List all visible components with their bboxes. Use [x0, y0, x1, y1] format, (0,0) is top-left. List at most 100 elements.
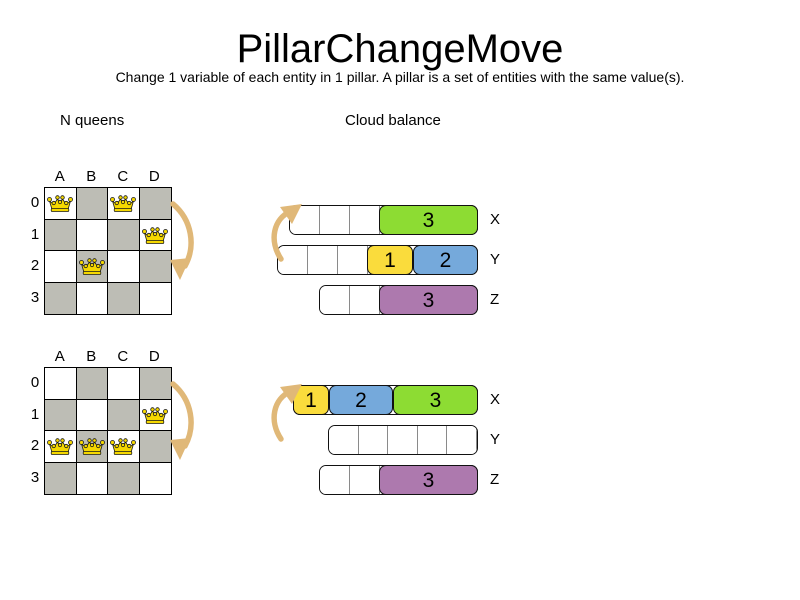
board-cell-c2[interactable] [108, 431, 140, 463]
page-title: PillarChangeMove [236, 27, 564, 71]
free-capacity-slot [320, 466, 350, 494]
curved-arrow-up-icon-cloud [269, 197, 309, 272]
chessboard-before: A B C D 0 1 2 3 [30, 168, 190, 320]
board-cell-b2[interactable] [76, 251, 108, 283]
computer-label-x: X [490, 391, 501, 408]
board-row-label-1: 1 [30, 225, 40, 243]
free-capacity-slot [308, 246, 338, 274]
cloud-computer-row-y: Y [0, 425, 800, 455]
board-column-label-c: C [117, 348, 129, 365]
board-cell-b3[interactable] [76, 282, 108, 314]
process-chip-3[interactable]: 3 [379, 465, 478, 495]
board-row-label-3: 3 [30, 288, 40, 306]
computer-label-z: Z [490, 471, 500, 488]
board-cell-d2[interactable] [139, 431, 171, 463]
process-chip-1[interactable]: 1 [367, 245, 413, 275]
board-cell-b1[interactable] [76, 219, 108, 251]
free-capacity-slot [358, 426, 389, 454]
computer-capacity-bar-y[interactable] [328, 425, 478, 455]
board-cell-a1[interactable] [45, 399, 77, 431]
board-cell-d1[interactable] [139, 399, 171, 431]
board-column-label-b: B [86, 168, 97, 185]
free-capacity-slot [320, 286, 350, 314]
computer-label-z: Z [490, 291, 500, 308]
free-capacity-slot [388, 426, 418, 454]
board-row-label-2: 2 [30, 437, 40, 454]
board-grid [44, 187, 172, 315]
free-capacity-slot [350, 286, 380, 314]
board-cell-b2[interactable] [76, 431, 108, 463]
board-cell-d0[interactable] [139, 368, 171, 400]
free-capacity-slot [329, 426, 359, 454]
queen-crown-icon[interactable] [110, 436, 137, 456]
queen-crown-icon[interactable] [78, 436, 105, 456]
process-chip-2[interactable]: 2 [413, 245, 478, 275]
curved-arrow-down-icon-queens [166, 196, 202, 293]
queen-crown-icon[interactable] [47, 436, 74, 456]
board-cell-b0[interactable] [76, 368, 108, 400]
process-chip-2[interactable]: 2 [329, 385, 393, 415]
board-cell-c3[interactable] [108, 282, 140, 314]
board-cell-a2[interactable] [45, 251, 77, 283]
board-cell-b1[interactable] [76, 399, 108, 431]
free-capacity-slot [447, 426, 477, 454]
computer-label-y: Y [490, 431, 501, 448]
computer-label-y: Y [490, 251, 501, 268]
board-grid [44, 367, 172, 495]
queen-crown-icon[interactable] [110, 193, 137, 213]
board-cell-c2[interactable] [108, 251, 140, 283]
board-cell-b0[interactable] [76, 188, 108, 220]
board-column-label-b: B [86, 348, 97, 365]
board-cell-c0[interactable] [108, 368, 140, 400]
board-column-label-d: D [148, 168, 160, 185]
process-chip-3[interactable]: 3 [379, 285, 478, 315]
computer-label-x: X [490, 211, 501, 228]
board-row-label-1: 1 [30, 405, 40, 423]
section-caption-cloud-balance: Cloud balance [345, 112, 441, 129]
board-cell-a0[interactable] [45, 188, 77, 220]
free-capacity-slot [350, 206, 380, 234]
board-row-label-0: 0 [30, 374, 40, 391]
board-cell-a0[interactable] [45, 368, 77, 400]
board-row-label-2: 2 [30, 257, 40, 274]
process-chip-3[interactable]: 3 [379, 205, 478, 235]
board-cell-b3[interactable] [76, 462, 108, 494]
board-cell-c1[interactable] [108, 219, 140, 251]
board-cell-d1[interactable] [139, 219, 171, 251]
free-capacity-slot [417, 426, 448, 454]
board-cell-a1[interactable] [45, 219, 77, 251]
section-caption-n-queens: N queens [60, 112, 125, 129]
queen-crown-icon[interactable] [142, 405, 169, 425]
board-cell-a3[interactable] [45, 462, 77, 494]
board-column-label-a: A [54, 168, 65, 185]
queen-crown-icon[interactable] [47, 193, 74, 213]
board-cell-d2[interactable] [139, 251, 171, 283]
board-column-label-c: C [117, 168, 129, 185]
board-cell-c1[interactable] [108, 399, 140, 431]
board-cell-d0[interactable] [139, 188, 171, 220]
board-cell-a2[interactable] [45, 431, 77, 463]
page-subtitle: Change 1 variable of each entity in 1 pi… [115, 69, 685, 85]
board-cell-c0[interactable] [108, 188, 140, 220]
board-row-label-0: 0 [30, 194, 40, 211]
board-cell-d3[interactable] [139, 282, 171, 314]
board-row-label-3: 3 [30, 468, 40, 486]
free-capacity-slot [350, 466, 380, 494]
board-cell-a3[interactable] [45, 282, 77, 314]
free-capacity-slot [320, 206, 350, 234]
board-cell-d3[interactable] [139, 462, 171, 494]
process-chip-3[interactable]: 3 [393, 385, 478, 415]
curved-arrow-up-icon-cloud-2 [269, 377, 309, 452]
queen-crown-icon[interactable] [78, 256, 105, 276]
queen-crown-icon[interactable] [142, 225, 169, 245]
board-cell-c3[interactable] [108, 462, 140, 494]
board-column-label-a: A [54, 348, 65, 365]
